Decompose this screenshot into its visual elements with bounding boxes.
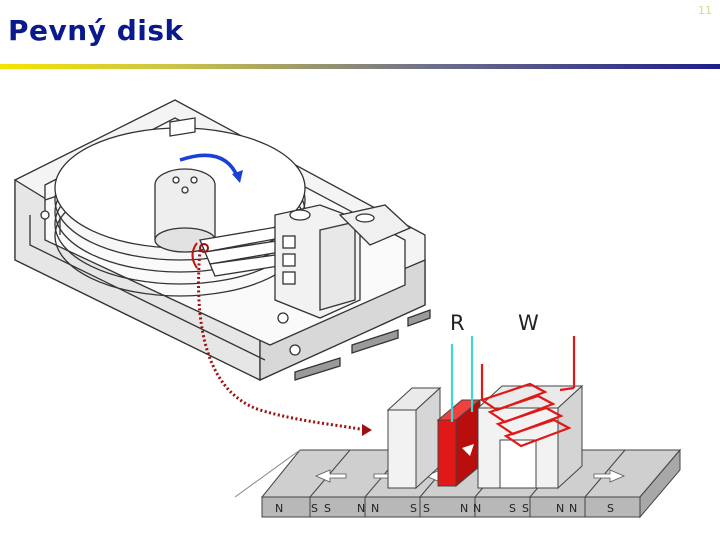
dotted-zoom-arrowhead-icon <box>362 424 372 436</box>
rotation-arrow-icon <box>179 153 240 179</box>
pole-label: N <box>473 502 481 515</box>
pole-label: S <box>509 502 516 515</box>
medium-edge-line <box>234 449 301 498</box>
hard-disk-drawing <box>14 99 431 382</box>
write-head-label: W <box>518 311 539 335</box>
title-underline <box>0 64 720 69</box>
pole-label: N <box>275 502 283 515</box>
pole-label: N <box>556 502 564 515</box>
pole-label: S <box>423 502 430 515</box>
pole-label: S <box>410 502 417 515</box>
write-head <box>476 384 584 490</box>
pole-label: N <box>371 502 379 515</box>
dotted-zoom-path <box>197 249 366 432</box>
pole-label: S <box>607 502 614 515</box>
slide-title: Pevný disk <box>8 14 184 47</box>
read-head-label: R <box>450 311 465 335</box>
pole-label: N <box>569 502 577 515</box>
head-marker-icon <box>199 243 209 253</box>
pole-label: N <box>460 502 468 515</box>
page-number: 11 <box>698 4 712 17</box>
pole-label: S <box>311 502 318 515</box>
pole-label: N <box>357 502 365 515</box>
write-coil <box>479 336 576 448</box>
head-motion-arrow-icon <box>191 242 198 269</box>
pole-label: S <box>324 502 331 515</box>
pole-labels: N S S N N S S N N S S N N S <box>275 502 614 515</box>
read-head <box>386 386 482 490</box>
pole-label: S <box>522 502 529 515</box>
rotation-arrowhead-icon <box>232 170 243 183</box>
